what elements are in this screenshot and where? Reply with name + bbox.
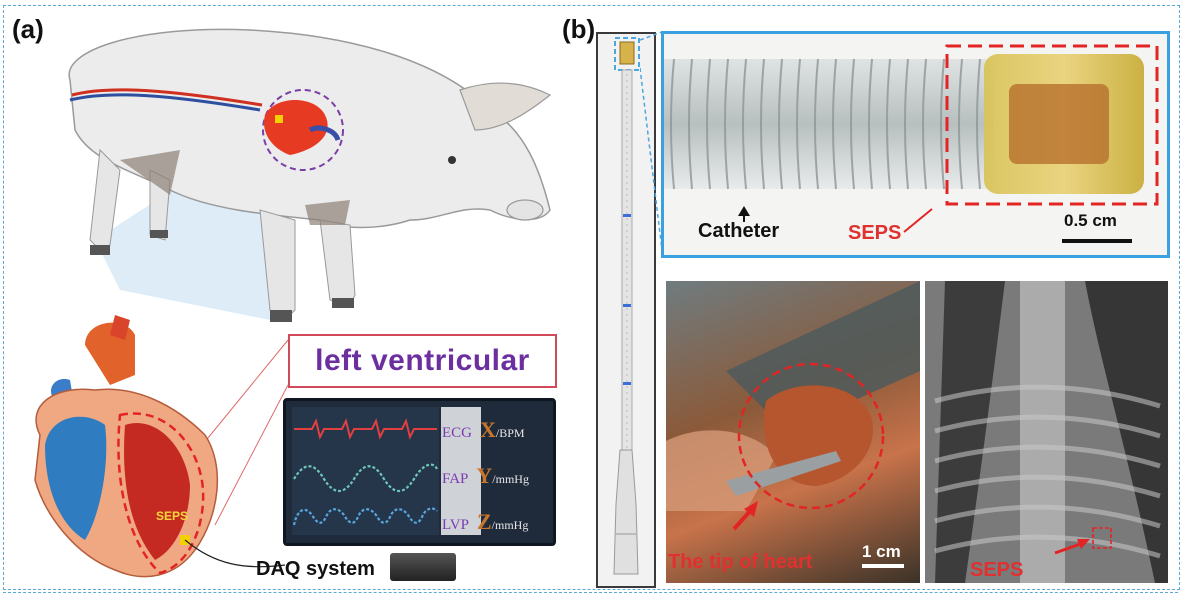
scale-bar-label-05cm: 0.5 cm bbox=[1064, 211, 1117, 230]
monitor-waveforms bbox=[292, 418, 439, 526]
monitor-row-fap: FAP Y/mmHg bbox=[442, 463, 529, 489]
monitor-label-column bbox=[441, 407, 481, 535]
fap-var-label: Y bbox=[476, 463, 493, 488]
catheter-full-photo bbox=[596, 32, 656, 588]
monitor-row-ecg: ECG X/BPM bbox=[442, 417, 525, 443]
heart-seps-label: SEPS bbox=[156, 509, 189, 523]
catheter-drawing bbox=[613, 37, 640, 575]
heart-cross-section bbox=[34, 315, 289, 578]
seps-catheter-label: SEPS bbox=[848, 222, 902, 244]
xray-photo bbox=[925, 281, 1168, 583]
fap-signal-label: FAP bbox=[442, 471, 469, 487]
daq-device bbox=[390, 553, 456, 581]
panel-label-a: (a) bbox=[12, 14, 44, 44]
lvp-signal-label: LVP bbox=[442, 517, 469, 533]
surgery-drawing bbox=[666, 281, 920, 568]
daq-system-label: DAQ system bbox=[256, 558, 375, 580]
fap-unit-label: /mmHg bbox=[492, 472, 529, 486]
daq-monitor bbox=[283, 398, 556, 546]
lvp-unit-label: /mmHg bbox=[491, 518, 529, 532]
xray-drawing bbox=[925, 281, 1168, 583]
left-ventricular-callout: left ventricular bbox=[288, 334, 557, 388]
bottom-divider bbox=[3, 592, 1178, 593]
catheter-tip-drawing bbox=[664, 44, 1159, 243]
figure-frame bbox=[3, 5, 1180, 590]
left-ventricular-label: left ventricular bbox=[315, 344, 530, 377]
monitor-screen bbox=[292, 407, 439, 535]
scale-bar-label-1cm: 1 cm bbox=[862, 542, 901, 561]
tip-of-heart-caption: The tip of heart bbox=[668, 551, 813, 573]
catheter-tip-photo bbox=[661, 31, 1170, 258]
surgery-photo bbox=[666, 281, 920, 583]
catheter-label: Catheter bbox=[698, 220, 780, 242]
monitor-row-lvp: LVP Z/mmHg bbox=[442, 509, 528, 535]
ecg-var-label: X bbox=[480, 417, 496, 442]
zoom-connector bbox=[640, 31, 663, 251]
panel-label-b: (b) bbox=[562, 14, 596, 44]
ecg-signal-label: ECG bbox=[442, 425, 472, 441]
lvp-var-label: Z bbox=[476, 509, 492, 534]
pig-illustration bbox=[68, 28, 552, 322]
seps-xray-label: SEPS bbox=[970, 559, 1024, 581]
ecg-unit-label: /BPM bbox=[495, 426, 525, 440]
